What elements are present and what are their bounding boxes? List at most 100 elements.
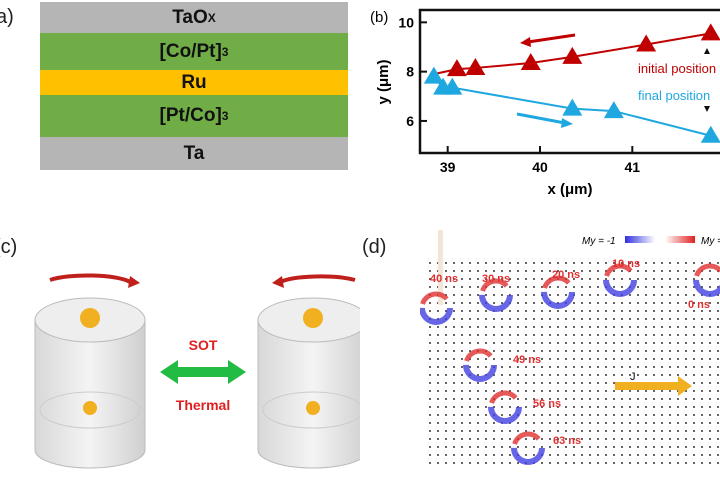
lattice-dot	[597, 398, 599, 400]
skyrmion-red-half	[488, 390, 522, 424]
lattice-dot	[581, 374, 583, 376]
lattice-dot	[677, 278, 679, 280]
lattice-dot	[589, 310, 591, 312]
lattice-dot	[469, 438, 471, 440]
lattice-dot	[469, 270, 471, 272]
lattice-dot	[541, 414, 543, 416]
lattice-dot	[541, 350, 543, 352]
lattice-dot	[429, 302, 431, 304]
lattice-dot	[701, 318, 703, 320]
data-point	[700, 125, 720, 143]
lattice-dot	[605, 398, 607, 400]
lattice-dot	[629, 262, 631, 264]
lattice-dot	[661, 286, 663, 288]
lattice-dot	[693, 302, 695, 304]
lattice-dot	[709, 462, 711, 464]
lattice-dot	[573, 302, 575, 304]
lattice-dot	[533, 310, 535, 312]
lattice-dot	[453, 262, 455, 264]
data-point	[700, 23, 720, 41]
lattice-dot	[653, 406, 655, 408]
lattice-dot	[493, 454, 495, 456]
marker-down	[704, 106, 710, 112]
lattice-dot	[685, 446, 687, 448]
lattice-dot	[525, 406, 527, 408]
lattice-dot	[429, 270, 431, 272]
lattice-dot	[613, 366, 615, 368]
lattice-dot	[509, 462, 511, 464]
lattice-dot	[669, 462, 671, 464]
lattice-dot	[613, 342, 615, 344]
lattice-dot	[445, 414, 447, 416]
lattice-dot	[685, 334, 687, 336]
lattice-dot	[605, 350, 607, 352]
double-arrow-icon	[160, 360, 246, 384]
data-point	[520, 53, 541, 71]
lattice-dot	[629, 350, 631, 352]
lattice-dot	[693, 382, 695, 384]
lattice-dot	[549, 350, 551, 352]
lattice-dot	[437, 462, 439, 464]
lattice-dot	[445, 406, 447, 408]
lattice-dot	[533, 438, 535, 440]
lattice-dot	[709, 342, 711, 344]
layer-name: Ta	[183, 142, 205, 164]
time-label: 0 ns	[688, 299, 710, 311]
layer-3: [Pt/Co]3	[40, 95, 348, 137]
lattice-dot	[493, 350, 495, 352]
lattice-dot	[645, 462, 647, 464]
lattice-dot	[605, 382, 607, 384]
lattice-dot	[485, 326, 487, 328]
lattice-dot	[597, 462, 599, 464]
skyrmion-red-half	[603, 263, 637, 297]
lattice-dot	[589, 278, 591, 280]
lattice-dot	[669, 374, 671, 376]
lattice-dot	[613, 430, 615, 432]
skyrmion	[541, 275, 575, 309]
lattice-dot	[557, 446, 559, 448]
lattice-dot	[533, 262, 535, 264]
lattice-dot	[493, 358, 495, 360]
lattice-dot	[685, 310, 687, 312]
lattice-dot	[509, 414, 511, 416]
lattice-dot	[469, 350, 471, 352]
lattice-dot	[461, 302, 463, 304]
lattice-dot	[445, 430, 447, 432]
lattice-dot	[637, 430, 639, 432]
lattice-dot	[509, 398, 511, 400]
lattice-dot	[621, 454, 623, 456]
lattice-dot	[605, 334, 607, 336]
lattice-dot	[661, 422, 663, 424]
lattice-dot	[565, 334, 567, 336]
lattice-dot	[429, 446, 431, 448]
lattice-dot	[453, 446, 455, 448]
lattice-dot	[477, 454, 479, 456]
lattice-dot	[653, 422, 655, 424]
lattice-dot	[589, 302, 591, 304]
lattice-dot	[661, 278, 663, 280]
lattice-dot	[669, 342, 671, 344]
lattice-dot	[613, 358, 615, 360]
lattice-dot	[541, 438, 543, 440]
lattice-dot	[653, 334, 655, 336]
lattice-dot	[477, 286, 479, 288]
lattice-dot	[453, 422, 455, 424]
lattice-dot	[461, 438, 463, 440]
lattice-dot	[429, 278, 431, 280]
lattice-dot	[637, 262, 639, 264]
lattice-dot	[469, 334, 471, 336]
lattice-dot	[453, 302, 455, 304]
lattice-dot	[541, 278, 543, 280]
lattice-dot	[661, 406, 663, 408]
lattice-dot	[693, 262, 695, 264]
lattice-dot	[429, 366, 431, 368]
lattice-dot	[677, 438, 679, 440]
lattice-dot	[685, 374, 687, 376]
lattice-dot	[437, 334, 439, 336]
lattice-dot	[629, 318, 631, 320]
marker-up	[704, 48, 710, 54]
skyrmion-blue-half	[541, 275, 575, 309]
lattice-dot	[661, 366, 663, 368]
